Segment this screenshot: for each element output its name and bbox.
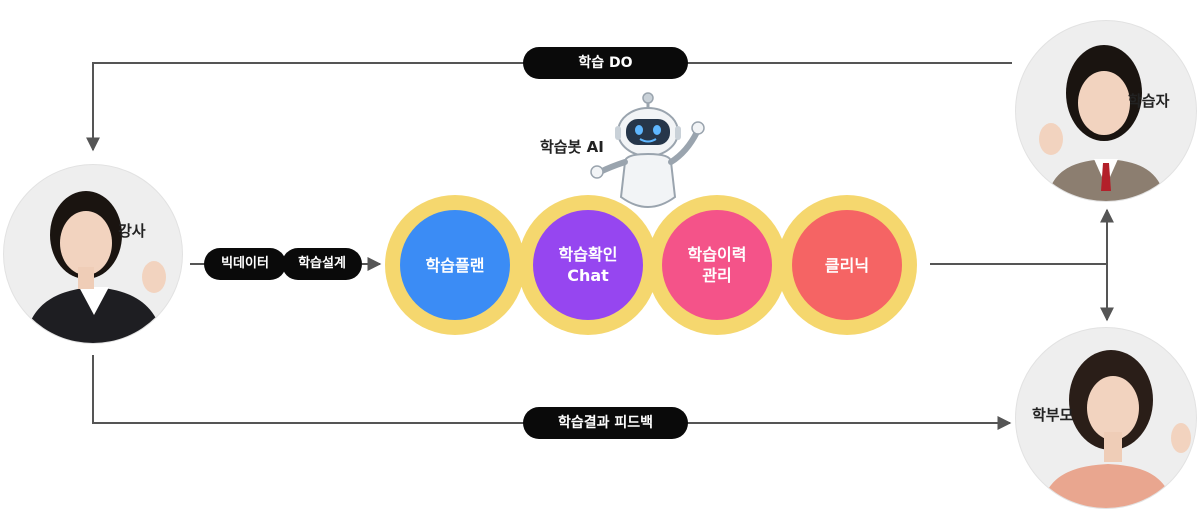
- stage-check-core: 학습확인 Chat: [533, 210, 643, 320]
- stage-history: 학습이력 관리: [647, 195, 787, 335]
- teacher-avatar: [3, 164, 183, 344]
- stage-check-line2: Chat: [567, 266, 609, 285]
- stage-check-chat: 학습확인 Chat: [518, 195, 658, 335]
- stage-clinic-core: 클리닉: [792, 210, 902, 320]
- big-data-pill: 빅데이터: [204, 248, 286, 280]
- stage-check-line1: 학습확인: [558, 245, 618, 264]
- stage-clinic: 클리닉: [777, 195, 917, 335]
- stage-history-core: 학습이력 관리: [662, 210, 772, 320]
- stage-plan-core: 학습플랜: [400, 210, 510, 320]
- bot-label: 학습봇 AI: [540, 138, 604, 156]
- learner-label: 학습자: [1128, 92, 1170, 110]
- parent-avatar: [1015, 327, 1197, 509]
- learner-avatar: [1015, 20, 1197, 202]
- feedback-pill: 학습결과 피드백: [523, 407, 688, 439]
- stage-clinic-line1: 클리닉: [824, 255, 870, 275]
- stage-plan-line1: 학습플랜: [425, 255, 485, 275]
- stage-history-line1: 학습이력: [687, 245, 747, 264]
- bottom-connector: [92, 355, 1012, 430]
- top-connector: [86, 62, 1012, 152]
- robot-icon: [590, 92, 705, 208]
- teacher-label: 강사: [118, 222, 146, 240]
- learning-do-pill: 학습 DO: [523, 47, 688, 79]
- learning-design-pill: 학습설계: [282, 248, 362, 280]
- parent-label: 학부모: [1032, 406, 1074, 424]
- stage-history-line2: 관리: [702, 266, 732, 285]
- stage-plan: 학습플랜: [385, 195, 525, 335]
